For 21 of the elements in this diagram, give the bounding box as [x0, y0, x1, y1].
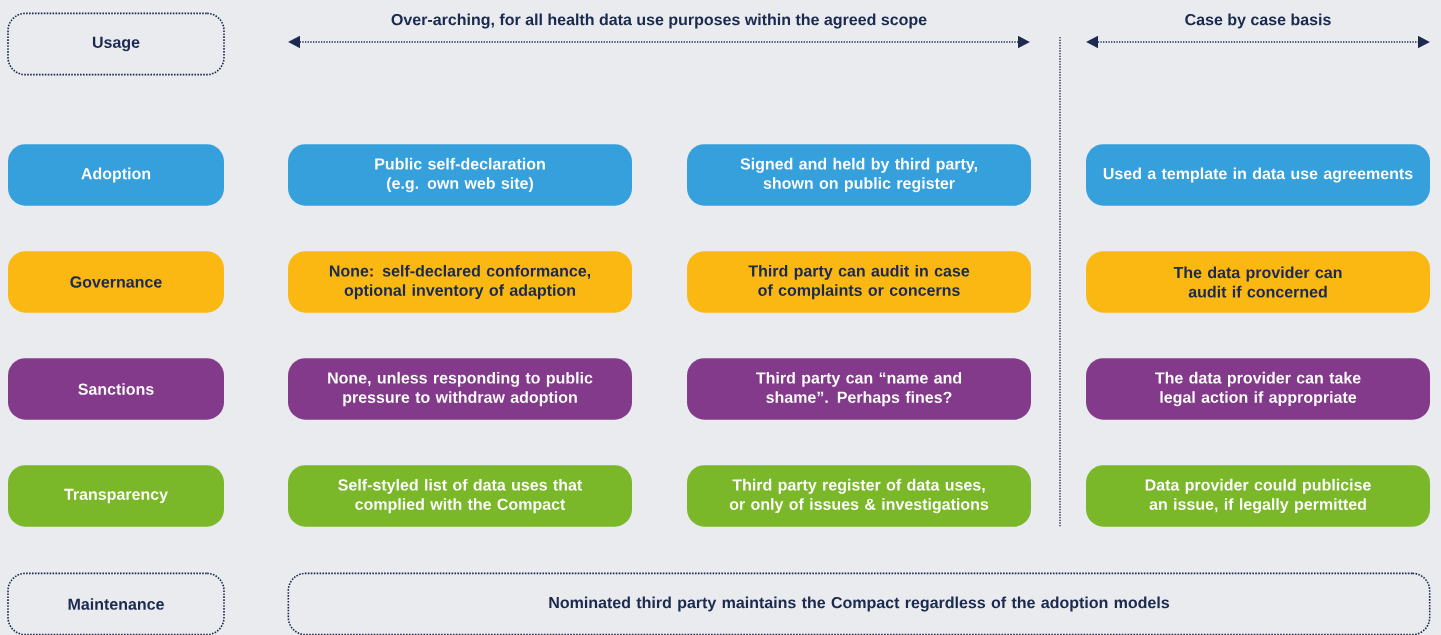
model-box: Signed and held by third party, shown on public register — [687, 144, 1031, 206]
scope-label: Over-arching, for all health data use purposes within the agreed scope — [391, 13, 927, 29]
model-box: Third party can audit in case of complaints or concerns — [687, 251, 1031, 313]
row-header-box: Transparency — [8, 465, 224, 527]
row-header-box: Adoption — [8, 144, 224, 206]
model-box: Public self-declaration (e.g. own web site) — [288, 144, 632, 206]
model-box: Self-styled list of data uses that complied with the Compact — [288, 465, 632, 527]
row-header-box: Sanctions — [8, 358, 224, 420]
usage-box: Usage — [7, 12, 225, 76]
model-box: None: self-declared conformance, optional inventory of adaption — [288, 251, 632, 313]
model-box: Data provider could publicise an issue, if legally permitted — [1086, 465, 1430, 527]
model-box: The data provider can take legal action if appropriate — [1086, 358, 1430, 420]
scope-label: Case by case basis — [1185, 13, 1331, 29]
model-box: Used a template in data use agreements — [1086, 144, 1430, 206]
wide-box: Nominated third party maintains the Compact regardless of the adoption models — [287, 572, 1431, 635]
model-box: The data provider can audit if concerned — [1086, 251, 1430, 313]
model-box: Third party register of data uses, or only of issues & investigations — [687, 465, 1031, 527]
model-box: Third party can “name and shame”. Perhaps fines? — [687, 358, 1031, 420]
row-header-box: Maintenance — [7, 572, 225, 635]
row-header-box: Governance — [8, 251, 224, 313]
model-box: None, unless responding to public pressure to withdraw adoption — [288, 358, 632, 420]
